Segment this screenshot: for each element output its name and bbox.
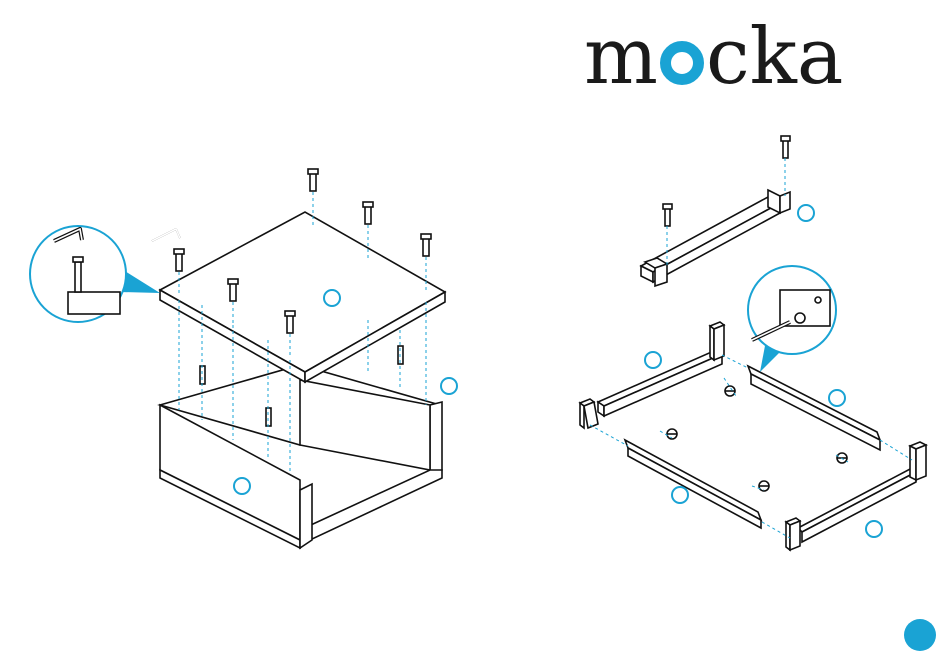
part-label-circle (441, 378, 457, 394)
dowel-icon (266, 408, 271, 426)
part-label-circle (645, 352, 661, 368)
rail-leg-side (790, 521, 800, 550)
frame-rail-front-left (625, 440, 761, 528)
detail-callout-right (748, 266, 836, 372)
part-label-circle (234, 478, 250, 494)
base-edge (300, 470, 442, 540)
page-indicator-dot (904, 619, 936, 651)
part-label-circle (829, 390, 845, 406)
rail-top (625, 440, 761, 520)
cam-lock-icon (725, 386, 735, 396)
bolt-icon (228, 279, 238, 301)
rail-top (748, 366, 880, 440)
rail-side (751, 374, 880, 450)
cube-assembly (30, 169, 457, 548)
right-side-panel (430, 402, 442, 473)
bolt-icon (781, 136, 790, 158)
bolt-icon (285, 311, 295, 333)
bolt-icon (308, 169, 318, 191)
rail-top (798, 468, 916, 532)
bolt-icon (421, 234, 431, 256)
frame-rail-front-right (786, 442, 926, 550)
bolt-icon (363, 202, 373, 224)
part-label-circle (672, 487, 688, 503)
part-label-circle (866, 521, 882, 537)
back-panel-inner (300, 380, 430, 470)
frame-bar-side (653, 203, 780, 282)
bolt-icon (73, 257, 83, 292)
hole-detail (815, 297, 821, 303)
part-label-circle (798, 205, 814, 221)
rail-side (628, 448, 761, 528)
part-label-circle (324, 290, 340, 306)
frame-rail-back-left (580, 322, 724, 428)
rail-side (802, 472, 916, 542)
dowel-icon (200, 366, 205, 384)
cam-lock-icon (795, 313, 805, 323)
panel-edge-detail (68, 292, 120, 314)
frame-assembly (580, 136, 926, 550)
lower-box (160, 365, 442, 548)
rail-side (604, 354, 722, 416)
detail-callout-left (30, 226, 160, 322)
bolt-icon (663, 204, 672, 226)
rail-post-side (916, 445, 926, 480)
frame-bar-end-side (655, 264, 667, 286)
rail-leg-side (584, 402, 598, 428)
allen-key-icon (152, 229, 180, 241)
bolt-icon (174, 249, 184, 271)
front-edge (300, 484, 312, 548)
frame-rail-right (748, 366, 880, 450)
rail-post-front (910, 446, 916, 480)
